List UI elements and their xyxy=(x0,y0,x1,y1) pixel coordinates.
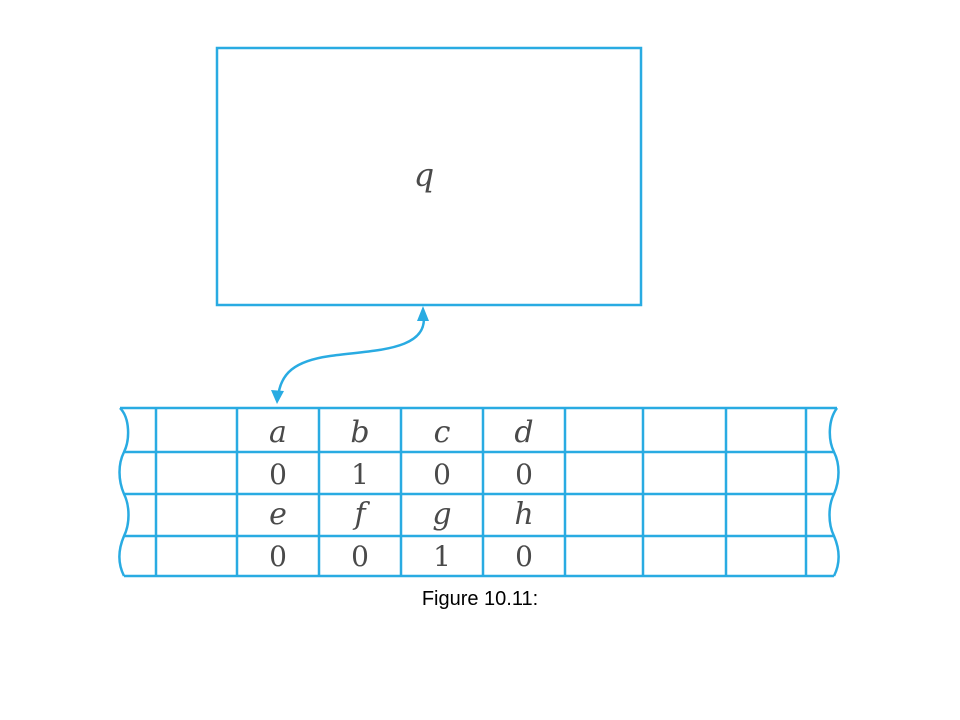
figure-caption: Figure 10.11: xyxy=(421,588,539,610)
tape-cell-b: b xyxy=(350,415,369,450)
tape-cell-h: h xyxy=(514,497,533,532)
read-write-head-arrow xyxy=(271,306,429,404)
arrowhead-down-icon xyxy=(271,390,284,404)
arrowhead-up-icon xyxy=(417,306,429,321)
tape-cell-g: g xyxy=(432,497,451,532)
tape-cell-e: e xyxy=(269,497,287,532)
tape-cell-d: d xyxy=(514,415,533,450)
tape-cell-a: a xyxy=(269,415,287,450)
tape-cell-value: 0 xyxy=(351,540,369,573)
tape-left-edge xyxy=(118,407,130,577)
tape-cell-value: 0 xyxy=(515,540,533,573)
tape-cell-value: 1 xyxy=(351,458,369,491)
tape-cell-c: c xyxy=(434,415,451,450)
control-unit-box xyxy=(215,46,643,307)
tape-cell-value: 0 xyxy=(269,540,287,573)
state-label: q xyxy=(414,156,434,194)
tape-cell-f: f xyxy=(352,497,370,532)
tape-cell-value: 0 xyxy=(515,458,533,491)
tape-cell-value: 0 xyxy=(269,458,287,491)
tape-cell-value: 0 xyxy=(433,458,451,491)
tape-right-edge xyxy=(828,407,840,577)
tape-cell-value: 1 xyxy=(433,540,451,573)
tape: a b c d 0 1 0 0 e f g h 0 0 1 0 xyxy=(118,406,840,578)
